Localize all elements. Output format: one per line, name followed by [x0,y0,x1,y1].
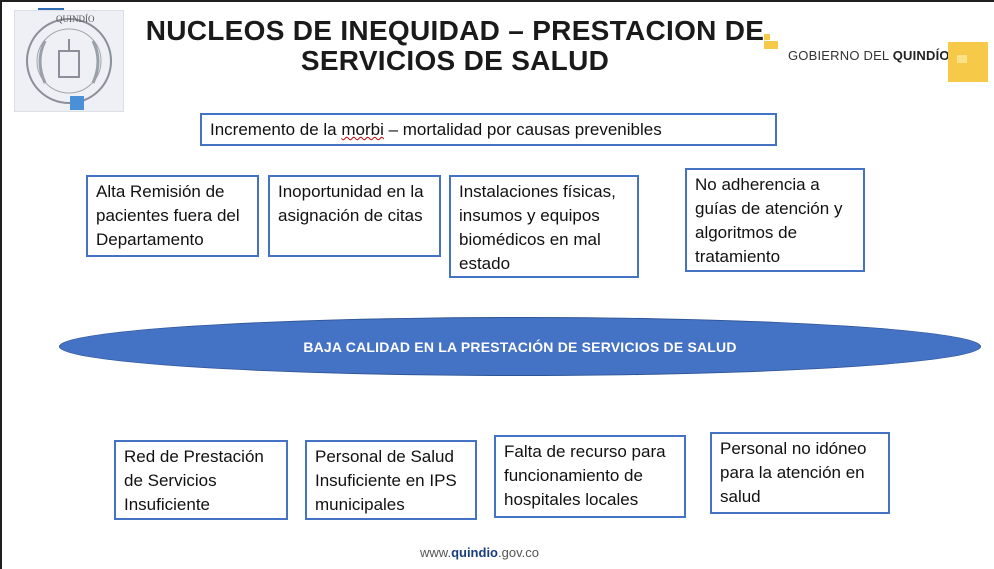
effect-box: Incremento de la morbi – mortalidad por … [200,113,777,146]
title-line-1: NUCLEOS DE INEQUIDAD – PRESTACION DE [145,15,765,46]
logo-square-small [70,96,84,110]
footer-suffix: .gov.co [498,545,539,560]
gov-name: QUINDÍO [892,48,950,63]
gobierno-logo-icon [948,42,988,82]
lower-cause-4: Personal no idóneo para la atención en s… [710,432,890,514]
effect-text-underlined: morbi [341,120,384,139]
lower-cause-3: Falta de recurso para funcionamiento de … [494,435,686,518]
seal-icon [26,18,112,104]
gov-prefix: GOBIERNO DEL [788,48,893,63]
lower-cause-2: Personal de Salud Insuficiente en IPS mu… [305,440,477,520]
upper-cause-4: No adherencia a guías de atención y algo… [685,168,865,272]
upper-cause-1: Alta Remisión de pacientes fuera del Dep… [86,175,259,257]
central-problem-ellipse: BAJA CALIDAD EN LA PRESTACIÓN DE SERVICI… [59,317,981,376]
upper-cause-3: Instalaciones físicas, insumos y equipos… [449,175,639,278]
page-title: NUCLEOS DE INEQUIDAD – PRESTACION DE SER… [135,16,775,76]
gobierno-logo-text: GOBIERNO DEL QUINDÍO [788,48,950,63]
upper-cause-2: Inoportunidad en la asignación de citas [268,175,441,257]
title-line-2: SERVICIOS DE SALUD [300,45,610,76]
quindio-seal [14,10,124,112]
effect-text-after: – mortalidad por causas prevenibles [383,120,662,139]
footer-prefix: www. [420,545,452,560]
footer-brand: quindio [451,545,498,560]
effect-text-before: Incremento de la [210,120,342,139]
seal-label: QUINDÍO [56,14,95,24]
lower-cause-1: Red de Prestación de Servicios Insuficie… [114,440,288,520]
central-problem-label: BAJA CALIDAD EN LA PRESTACIÓN DE SERVICI… [303,338,737,355]
footer-url: www.quindio.gov.co [420,545,539,560]
yellow-mark-icon [764,34,778,49]
